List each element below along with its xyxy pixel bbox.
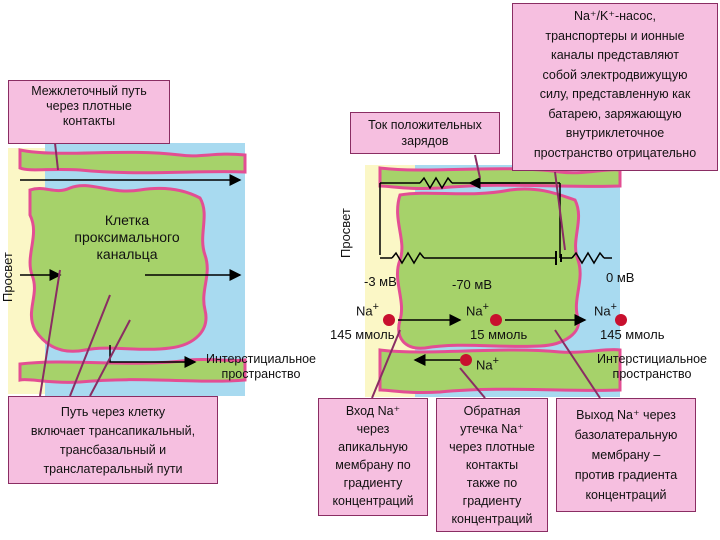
left-cell-top-strip: [18, 148, 247, 175]
na-symbol: Na: [466, 303, 483, 319]
concentration-cell: 15 ммоль: [470, 327, 528, 342]
paracellular-path-box: Межклеточный путь через плотные контакты: [8, 80, 170, 144]
transcellular-path-box: Путь через клетку включает трансапикальн…: [8, 396, 218, 484]
na-backleak-box: Обратная утечка Na⁺ через плотные контак…: [436, 398, 548, 532]
left-lateral-arrow: [109, 345, 197, 368]
na-label-interstitium: Na+: [594, 300, 617, 318]
na-label-lumen: Na+: [356, 300, 379, 318]
na-symbol: Na: [594, 303, 611, 319]
na-charge: +: [482, 301, 489, 313]
na-entry-box: Вход Na⁺ через апикальную мембрану по гр…: [318, 398, 428, 516]
na-ion-interstitium: [615, 314, 627, 326]
na-charge: +: [610, 301, 617, 313]
resistor-top: [419, 176, 453, 190]
na-k-pump-box: Na⁺/K⁺-насос, транспортеры и ионные кана…: [512, 3, 718, 171]
voltage-lumen: -3 мВ: [364, 274, 397, 289]
na-ion-cell: [490, 314, 502, 326]
na-ion-lumen: [383, 314, 395, 326]
na-symbol: Na: [356, 303, 373, 319]
na-charge: +: [492, 355, 499, 367]
right-cell-bottom-strip: [378, 348, 622, 395]
na-symbol: Na: [476, 357, 493, 373]
right-cell: [395, 187, 582, 350]
left-cell-label: Клетка проксимального канальца: [74, 212, 180, 262]
left-interstitial-label: Интерстициальное пространство: [205, 352, 317, 381]
voltage-cell: -70 мВ: [452, 277, 493, 292]
positive-current-box: Ток положительных зарядов: [350, 112, 500, 154]
na-ion-leak: [460, 354, 472, 366]
left-lumen-label: Просвет: [0, 252, 15, 302]
concentration-lumen: 145 ммоль: [330, 327, 395, 342]
resistor-basolateral: [571, 251, 605, 265]
right-interstitial-label: Интерстициальное пространство: [596, 352, 708, 381]
concentration-interstitium: 145 ммоль: [600, 327, 665, 342]
na-label-leak: Na+: [476, 354, 499, 372]
na-label-cell: Na+: [466, 300, 489, 318]
na-exit-box: Выход Na⁺ через базолатеральную мембрану…: [556, 398, 696, 512]
right-cell-top-strip: [378, 166, 622, 191]
resistor-apical: [391, 251, 425, 265]
na-charge: +: [372, 301, 379, 313]
right-lumen-label: Просвет: [338, 208, 353, 258]
voltage-interstitium: 0 мВ: [606, 270, 635, 285]
left-cell-upper: [28, 184, 209, 353]
